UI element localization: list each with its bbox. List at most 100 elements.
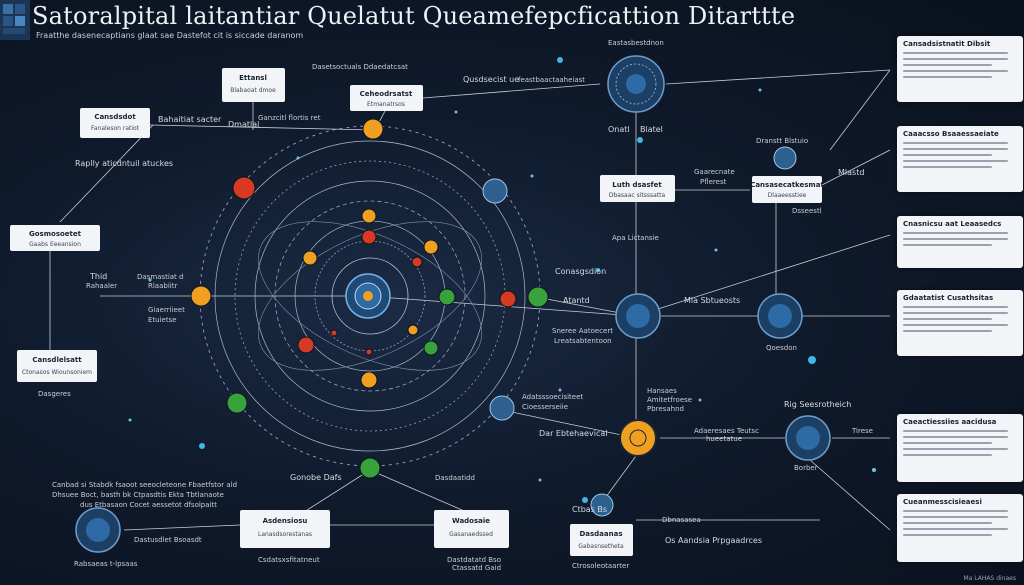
card-line [903, 436, 1008, 438]
card-line [903, 454, 992, 456]
label-l48: Ctassatd Gaid [452, 564, 501, 572]
card-line [903, 64, 992, 66]
corner-logo [0, 0, 30, 40]
floating-labels: Bahaitiat sacter Raplly aticdntuil atuck… [38, 39, 873, 572]
hub-node-bottom-center [590, 493, 614, 517]
card-line [903, 312, 1008, 314]
box-b2-text: Blabaoat dmoe [230, 87, 276, 94]
card-line [903, 160, 1008, 162]
box-b8: Asdensiosu Lanasdsorestanas [240, 510, 330, 548]
label-l19: Rlaabiitr [148, 282, 177, 290]
label-l12: Gaarecnate [694, 168, 735, 176]
hub-nodes [75, 55, 831, 553]
card-line [903, 448, 1008, 450]
info-card-6: Cueanmesscisieaesi [897, 494, 1023, 562]
box-b8-title: Asdensiosu [263, 517, 308, 525]
hub-node-bottom-left [75, 507, 121, 553]
label-l16: Thid [89, 272, 107, 281]
box-b5-title: Cansdlelsatt [32, 356, 82, 364]
card-line [903, 148, 1008, 150]
label-l44: Csdatsxsfitatneut [258, 556, 320, 564]
label-l24: Conasgsdion [555, 267, 606, 276]
hub-node-upper-right [773, 146, 797, 170]
info-card-1-title: Cansadsistnatit Dibsit [903, 40, 991, 48]
label-l51: Cioesserseiie [522, 403, 568, 411]
label-l34: Adaeresaes Teutsc [694, 427, 759, 435]
footer-note: Ma LAHAS dinaes [963, 575, 1016, 582]
label-l11: Dranstt Blstuio [756, 137, 808, 145]
card-line [903, 70, 1008, 72]
label-l32: Pbresahnd [647, 405, 684, 413]
label-l30: Hansaes [647, 387, 677, 395]
label-l2: Raplly aticdntuil atuckes [75, 159, 173, 168]
box-b1-title: Cansdsdot [94, 113, 136, 121]
label-l35: hueetatue [706, 435, 742, 443]
orbit-nodes [190, 118, 549, 479]
label-l8: Eastasbestdnon [608, 39, 664, 47]
card-line [903, 330, 992, 332]
label-l18: Dasmastiat d [137, 273, 183, 281]
label-l45: Gonobe Dafs [290, 473, 342, 482]
card-line [903, 318, 992, 320]
card-line [903, 142, 1008, 144]
card-line [903, 52, 1008, 54]
label-l49: Ctbas Bs [572, 505, 607, 514]
box-b2-title: Ettansl [239, 74, 267, 82]
hub-node-mid-left [615, 293, 661, 339]
info-card-2: Caaacsso Bsaaessaeiate [897, 126, 1023, 192]
label-l20: Giaerriieet [148, 306, 185, 314]
box-b7-title: Cansasecatkesmat [750, 181, 824, 189]
box-b9-text: Gasanaedssed [449, 531, 493, 538]
label-l5: Dasetsoctuals Ddaedatcsat [312, 63, 408, 71]
label-l37: Tirese [851, 427, 873, 435]
label-l36: Rig Seesrotheich [784, 400, 851, 409]
box-b6-title: Luth dsasfet [612, 181, 662, 189]
label-l7: feastbaactaaheiast [518, 76, 585, 84]
box-b9: Wadosaie Gasanaedssed [434, 510, 509, 548]
box-b9-title: Wadosaie [452, 517, 490, 525]
label-l14: Mlastd [838, 168, 864, 177]
label-l29: Qoesdon [766, 344, 797, 352]
page-subtitle: Fraatthe dasenecaptians glaat sae Dastef… [36, 31, 304, 40]
label-l10: Blatel [640, 125, 663, 134]
card-line [903, 306, 1008, 308]
hub-node-mid-right [757, 293, 803, 339]
card-line [903, 510, 1008, 512]
info-card-2-title: Caaacsso Bsaaessaeiate [903, 130, 999, 138]
card-line [903, 324, 1008, 326]
box-b10-title: Dasdaanas [579, 530, 622, 538]
box-b5-text: Ctonasos Wiounsoniem [22, 369, 92, 376]
card-line [903, 522, 992, 524]
box-b3-title: Ceheodrsatst [360, 90, 413, 98]
card-line [903, 166, 992, 168]
label-l53: Dbnasasea [662, 516, 701, 524]
info-card-5-title: Caeactiessiies aacidusa [903, 418, 997, 426]
connector-lines [49, 69, 891, 541]
card-line [903, 58, 1008, 60]
label-l21: Etuietse [148, 316, 177, 324]
box-b4-title: Gosmosoetet [29, 230, 82, 238]
hub-node-lower-right [785, 415, 831, 461]
label-l25: Atantd [563, 296, 590, 305]
label-l3: Dmatlal [228, 120, 259, 129]
label-l41: dus Etbasaon Cocet aessetot dfsolpaitt [80, 501, 217, 509]
box-b6: Luth dsasfet Dbasaac sitsssatta [600, 175, 675, 202]
box-b7-text: Dlaaeesstiee [768, 192, 807, 199]
label-l52: Os Aandsia Prpgaadrces [665, 536, 762, 545]
card-line [903, 238, 1008, 240]
card-line [903, 76, 992, 78]
label-l23: Apa Lictansie [612, 234, 659, 242]
label-l15: Dsseestl [792, 207, 822, 215]
label-l26: Mia Sbtueosts [684, 296, 740, 305]
info-card-3: Cnasnicsu aat Leaasedcs [897, 216, 1023, 268]
info-card-4: Gdaatatist Cusathsitas [897, 290, 1023, 356]
label-l1: Bahaitiat sacter [158, 115, 222, 124]
box-b1-text: Fanaleson ratiot [91, 125, 140, 132]
label-l50: Adatsssoecisiteet [522, 393, 583, 401]
card-line [903, 528, 1008, 530]
box-b10: Dasdaanas Gabasnsetheta [570, 524, 633, 556]
box-b6-text: Dbasaac sitsssatta [609, 192, 666, 199]
label-l9: Onatl [608, 125, 630, 134]
card-line [903, 442, 992, 444]
